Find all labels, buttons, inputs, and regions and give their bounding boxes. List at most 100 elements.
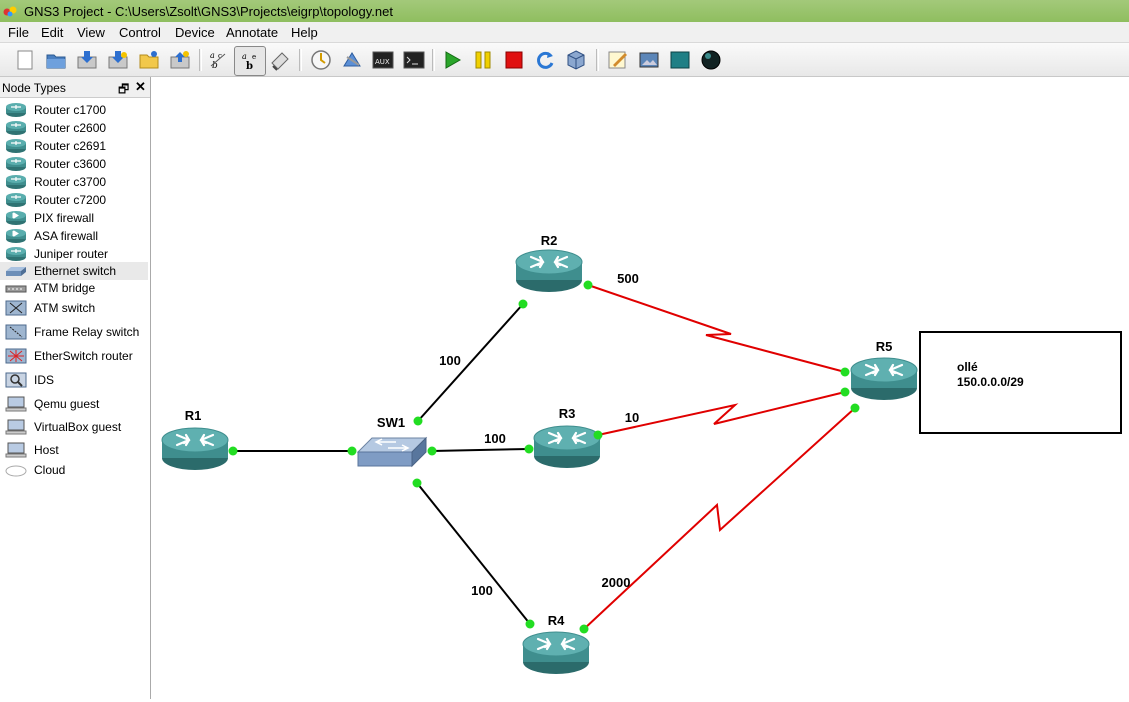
node-type-item[interactable]: Router c2691 (0, 137, 148, 155)
port-status-dot (412, 478, 422, 488)
menu-control[interactable]: Control (119, 25, 161, 40)
note-rectangle[interactable]: ollé 150.0.0.0/29 (919, 331, 1122, 434)
node-type-item[interactable]: Frame Relay switch (0, 323, 148, 341)
add-note-icon[interactable] (605, 47, 631, 73)
menu-device[interactable]: Device (175, 25, 215, 40)
node-type-label: Host (34, 443, 59, 457)
ports-layer (228, 280, 860, 634)
float-panel-icon[interactable]: 🗗 (118, 82, 130, 96)
menu-annotate[interactable]: Annotate (226, 25, 279, 40)
link-cost-label: 100 (484, 431, 506, 446)
svg-text:a: a (242, 52, 247, 61)
toolbar-separator (596, 49, 599, 71)
node-type-label: ATM switch (34, 301, 96, 315)
start-icon[interactable] (439, 47, 465, 73)
node-type-item[interactable]: ATM bridge (0, 279, 148, 297)
node-label-r2: R2 (541, 233, 558, 248)
node-type-item[interactable]: Router c3700 (0, 173, 148, 191)
virtualbox-icon[interactable] (563, 47, 589, 73)
serial-link-r2-r5[interactable] (587, 284, 846, 373)
node-type-item[interactable]: Ethernet switch (0, 262, 148, 280)
router-top (533, 425, 601, 451)
menu-file[interactable]: File (8, 25, 29, 40)
port-status-dot (413, 416, 423, 426)
r3-router[interactable] (533, 425, 601, 468)
node-type-label: Router c2691 (34, 139, 107, 153)
node-type-item[interactable]: Router c3600 (0, 155, 148, 173)
ethernet-link-sw1-r4[interactable] (416, 482, 531, 625)
router-icon (5, 156, 27, 172)
insert-picture-icon[interactable] (636, 47, 662, 73)
node-type-item[interactable]: Router c2600 (0, 119, 148, 137)
serial-link-r4-r5[interactable] (583, 407, 856, 630)
arrow (571, 436, 587, 445)
r1-router[interactable] (161, 427, 229, 470)
new-project-icon[interactable] (12, 47, 38, 73)
aux-icon[interactable]: AUX (370, 47, 396, 73)
port-status-dot (524, 444, 534, 454)
node-type-label: EtherSwitch router (34, 349, 133, 363)
console-aux-icon[interactable] (339, 47, 365, 73)
sw1-switch[interactable] (356, 436, 428, 468)
link-cost-label: 500 (617, 271, 639, 286)
node-type-label: Router c3700 (34, 175, 107, 189)
node-type-label: Router c7200 (34, 193, 107, 207)
toolbar-separator (432, 49, 435, 71)
reload-icon[interactable] (532, 47, 558, 73)
node-type-item[interactable]: PIX firewall (0, 209, 148, 227)
node-type-item[interactable]: ATM switch (0, 299, 148, 317)
node-type-item[interactable]: IDS (0, 371, 148, 389)
menu-edit[interactable]: Edit (41, 25, 64, 40)
save-project-icon[interactable] (74, 47, 100, 73)
router-arrows-icon (529, 255, 569, 269)
node-type-item[interactable]: Host (0, 441, 148, 459)
panel-title: Node Types (2, 81, 66, 95)
node-type-item[interactable]: Router c7200 (0, 191, 148, 209)
menu-view[interactable]: View (77, 25, 105, 40)
save-as-icon[interactable] (105, 47, 131, 73)
console-icon[interactable] (308, 47, 334, 73)
open-project-icon[interactable] (43, 47, 69, 73)
arrow (175, 438, 191, 447)
link-cost-label: 100 (471, 583, 493, 598)
node-type-item[interactable]: Cloud (0, 461, 148, 479)
serial-link-r3-r5[interactable] (597, 391, 846, 436)
r5-router[interactable] (850, 357, 918, 400)
node-type-item[interactable]: ASA firewall (0, 227, 148, 245)
menu-help[interactable]: Help (291, 25, 318, 40)
ethernet-link-sw1-r3[interactable] (431, 448, 530, 452)
pause-icon[interactable] (470, 47, 496, 73)
node-type-item[interactable]: Router c1700 (0, 101, 148, 119)
r4-router[interactable] (522, 631, 590, 674)
node-type-item[interactable]: Qemu guest (0, 395, 148, 413)
link-cost-label: 10 (625, 410, 639, 425)
svg-text:b: b (212, 61, 218, 71)
node-type-label: Router c1700 (34, 103, 107, 117)
node-type-item[interactable]: Juniper router (0, 245, 148, 263)
node-type-item[interactable]: EtherSwitch router (0, 347, 148, 365)
add-link-icon[interactable] (267, 47, 293, 73)
switch-front (357, 451, 413, 467)
node-label-r4: R4 (548, 613, 565, 628)
atm-bridge-icon (5, 280, 27, 296)
draw-ellipse-icon[interactable] (698, 47, 724, 73)
draw-rectangle-icon[interactable] (667, 47, 693, 73)
r2-router[interactable] (515, 249, 583, 292)
open-folder-icon[interactable] (136, 47, 162, 73)
ethernet-link-sw1-r2[interactable] (417, 303, 524, 422)
port-status-dot (347, 446, 357, 456)
atm-switch-icon (5, 300, 27, 316)
terminal-icon[interactable] (401, 47, 427, 73)
switch-icon (5, 263, 27, 279)
arrow (560, 642, 576, 651)
stop-icon[interactable] (501, 47, 527, 73)
switch-arrows-icon (374, 438, 410, 452)
arrow (888, 368, 904, 377)
node-type-label: Cloud (34, 463, 66, 477)
import-icon[interactable] (167, 47, 193, 73)
node-type-item[interactable]: VirtualBox guest (0, 418, 148, 436)
close-panel-icon[interactable]: ✕ (135, 79, 146, 94)
